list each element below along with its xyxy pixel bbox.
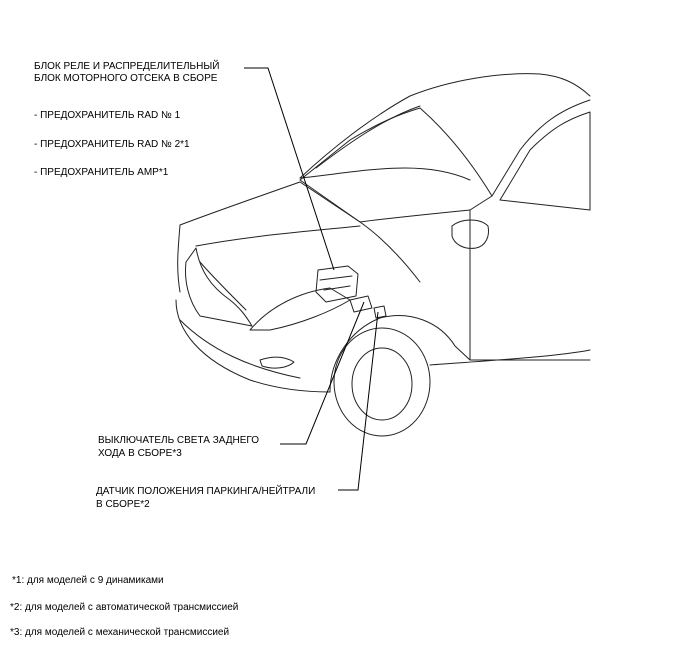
side-mirror bbox=[451, 219, 489, 249]
grille bbox=[185, 247, 253, 327]
pn-sensor-label-line2: В СБОРЕ*2 bbox=[96, 499, 150, 510]
fuse-rad1-label: - ПРЕДОХРАНИТЕЛЬ RAD № 1 bbox=[34, 110, 181, 121]
fuse-rad2-label: - ПРЕДОХРАНИТЕЛЬ RAD № 2*1 bbox=[34, 139, 190, 150]
headlight bbox=[249, 287, 351, 331]
front-fender bbox=[329, 315, 471, 393]
fog-light bbox=[259, 356, 295, 369]
side-sill bbox=[429, 349, 591, 366]
leader-backup-switch bbox=[280, 301, 365, 445]
hood-crease bbox=[195, 225, 361, 247]
front-bumper bbox=[175, 299, 331, 393]
backup-switch-label-line2: ХОДА В СБОРЕ*3 bbox=[98, 448, 182, 459]
windshield-top bbox=[299, 167, 471, 181]
leader-relay-block bbox=[244, 67, 335, 271]
bumper-lower bbox=[179, 319, 301, 379]
side-window bbox=[499, 111, 591, 211]
roof-outline bbox=[299, 73, 591, 179]
relay-block-label-line2: БЛОК МОТОРНОГО ОТСЕКА В СБОРЕ bbox=[34, 73, 218, 84]
front-tire bbox=[333, 327, 431, 437]
fuse-amp-label: - ПРЕДОХРАНИТЕЛЬ AMP*1 bbox=[34, 167, 169, 178]
footnote-2: *2: для моделей с автоматической трансми… bbox=[10, 602, 239, 613]
footnote-3: *3: для моделей с механической трансмисс… bbox=[10, 627, 230, 638]
relay-block-detail bbox=[319, 275, 353, 291]
relay-block bbox=[315, 265, 359, 303]
relay-block-label-line1: БЛОК РЕЛЕ И РАСПРЕДЕЛИТЕЛЬНЫЙ bbox=[34, 61, 220, 72]
pn-sensor bbox=[373, 305, 387, 319]
front-rim bbox=[351, 347, 413, 421]
hood-edge bbox=[177, 224, 181, 293]
hood-outline bbox=[179, 181, 421, 283]
windshield bbox=[299, 107, 493, 223]
grille-bar bbox=[199, 261, 247, 311]
battery-part bbox=[349, 295, 373, 313]
a-pillar bbox=[491, 99, 591, 197]
leader-pn-sensor bbox=[338, 311, 379, 491]
roof-inner bbox=[315, 105, 421, 169]
footnote-1: *1: для моделей с 9 динамиками bbox=[12, 575, 164, 586]
pn-sensor-label-line1: ДАТЧИК ПОЛОЖЕНИЯ ПАРКИНГА/НЕЙТРАЛИ bbox=[96, 486, 316, 497]
backup-switch-label-line1: ВЫКЛЮЧАТЕЛЬ СВЕТА ЗАДНЕГО bbox=[98, 435, 260, 446]
